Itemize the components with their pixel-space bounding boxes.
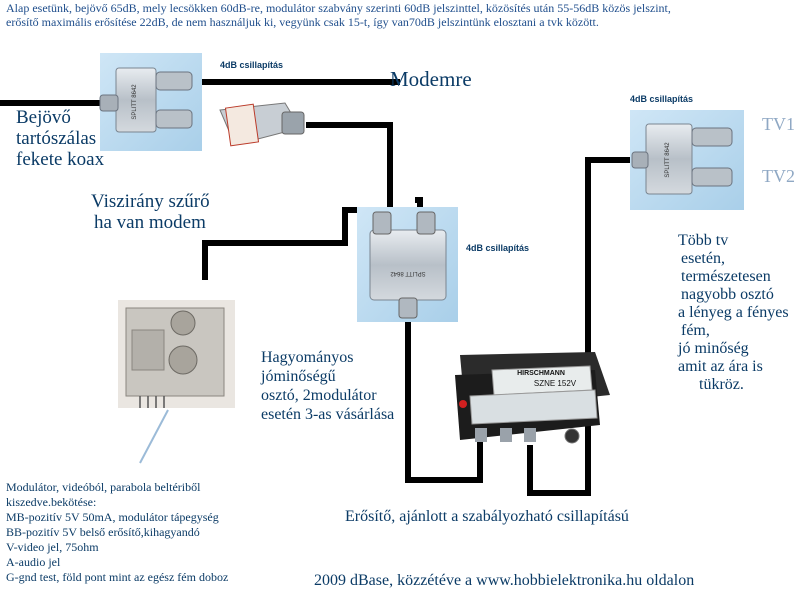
modulator-note-line: kiszedve.bekötése: (6, 495, 97, 509)
tv1-label: TV1 (762, 114, 795, 134)
splitter-note-line: jóminőségű (261, 368, 336, 385)
input-label-line: Bejövő (16, 107, 71, 128)
modulator-pointer-line (139, 409, 169, 464)
input-splitter: SPLITT 8642 (99, 53, 202, 151)
amplifier-label: Erősítő, ajánlott a szabályozható csilla… (345, 508, 629, 525)
filter-label: Viszirány szűrő ha van modem (91, 191, 210, 233)
footer-credit: 2009 dBase, közzétéve a www.hobbielektro… (314, 572, 695, 589)
input-label-line: tartószálas (16, 128, 97, 149)
input-label: Bejövő tartószálas fekete koax (16, 107, 104, 170)
tv2-label: TV2 (762, 166, 795, 186)
splitter-note: Hagyományos jóminőségű osztó, 2modulátor… (261, 348, 394, 424)
atten-label-tv: 4dB csillapítás (630, 94, 694, 104)
svg-text:SPLITT 8642: SPLITT 8642 (390, 270, 426, 276)
amp-to-tv-splitter-cable (527, 157, 636, 496)
splitter-note-line: osztó, 2modulátor (261, 387, 377, 404)
modulator-notes: Modulátor, videóból, parabola beltériből… (6, 480, 228, 585)
more-tv-line: jó minőség (678, 340, 749, 357)
middle-splitter: SPLITT 8642 (357, 207, 458, 322)
splitter-to-amp-cable (415, 197, 423, 209)
splitter-note-line: Hagyományos (261, 349, 354, 366)
modulator-note-line: A-audio jel (6, 555, 61, 569)
svg-text:HIRSCHMANN: HIRSCHMANN (517, 370, 565, 377)
intro-line-2: erősítő maximális erősítése 22dB, de nem… (6, 15, 599, 29)
splitter-note-line: esetén 3-as vásárlása (261, 406, 395, 423)
more-tv-line: nagyobb osztó (681, 286, 774, 303)
return-path-filter (214, 99, 306, 153)
modulator-note-line: BB-pozitív 5V belső erősítő,kihagyandó (6, 525, 200, 539)
modulator-note-line: Modulátor, videóból, parabola beltériből (6, 480, 201, 494)
splitter-out-cable (405, 322, 483, 483)
input-label-line: fekete koax (16, 149, 105, 170)
svg-text:SPLITT 8642: SPLITT 8642 (132, 84, 138, 120)
more-tv-line: a lényeg a fényes (678, 304, 789, 321)
more-tv-line: amit az ára is (678, 358, 763, 375)
atten-label-input: 4dB csillapítás (220, 60, 284, 70)
intro-text: Alap esetünk, bejövő 65dB, mely lecsökke… (6, 1, 796, 29)
filter-to-splitter-cable (300, 122, 393, 212)
more-tv-line: fém, (681, 322, 710, 339)
modulator-to-splitter-cable (202, 207, 380, 280)
more-tv-note: Több tv esetén, természetesen nagyobb os… (678, 232, 800, 394)
more-tv-line: tükröz. (699, 376, 744, 393)
filter-label-line: ha van modem (94, 212, 206, 233)
modulator (118, 300, 235, 408)
modulator-note-line: V-video jel, 75ohm (6, 540, 99, 554)
modulator-note-line: MB-pozitív 5V 50mA, modulátor tápegység (6, 510, 219, 524)
more-tv-line: Több tv (678, 232, 729, 249)
intro-line-1: Alap esetünk, bejövő 65dB, mely lecsökke… (6, 1, 671, 15)
filter-label-line: Viszirány szűrő (91, 191, 210, 212)
modem-label: Modemre (390, 67, 472, 91)
tv-splitter: SPLITT 8642 (630, 110, 744, 210)
svg-text:SZNE 152V: SZNE 152V (534, 379, 577, 388)
amplifier: HIRSCHMANN SZNE 152V (455, 352, 610, 444)
svg-text:SPLITT 8642: SPLITT 8642 (665, 142, 671, 178)
modulator-note-line: G-gnd test, föld pont mint az egész fém … (6, 570, 229, 584)
more-tv-line: esetén, (681, 250, 725, 267)
atten-label-middle: 4dB csillapítás (466, 243, 530, 253)
more-tv-line: természetesen (681, 268, 771, 285)
